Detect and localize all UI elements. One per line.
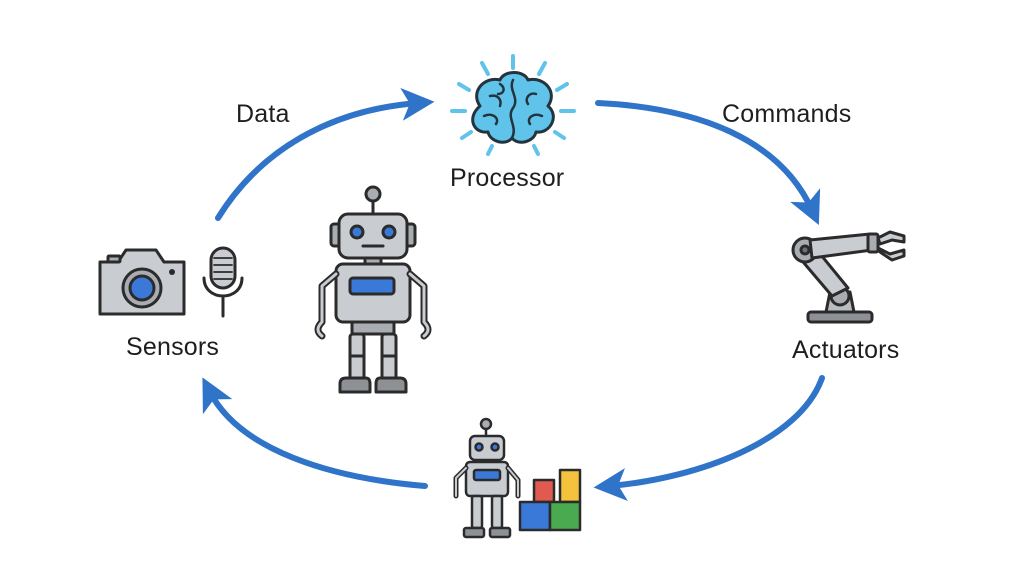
arrow-processor-to-actuators: [595, 100, 821, 226]
camera-icon: [98, 248, 186, 316]
edge-label-data: Data: [236, 100, 290, 128]
blocks-icon: [518, 468, 582, 532]
node-label-processor: Processor: [450, 164, 565, 192]
robot-icon: [314, 185, 432, 394]
node-label-actuators: Actuators: [792, 336, 900, 364]
small-robot-icon: [453, 417, 521, 539]
arrow-sensors-to-processor: [215, 87, 435, 221]
arrow-actuators-to-environment: [593, 375, 825, 501]
robotic-arm-icon: [791, 230, 906, 324]
microphone-icon: [202, 246, 244, 318]
arrow-environment-to-sensors: [202, 377, 428, 489]
node-label-sensors: Sensors: [126, 333, 220, 361]
edge-label-commands: Commands: [722, 100, 852, 128]
brain-icon: [450, 54, 576, 156]
